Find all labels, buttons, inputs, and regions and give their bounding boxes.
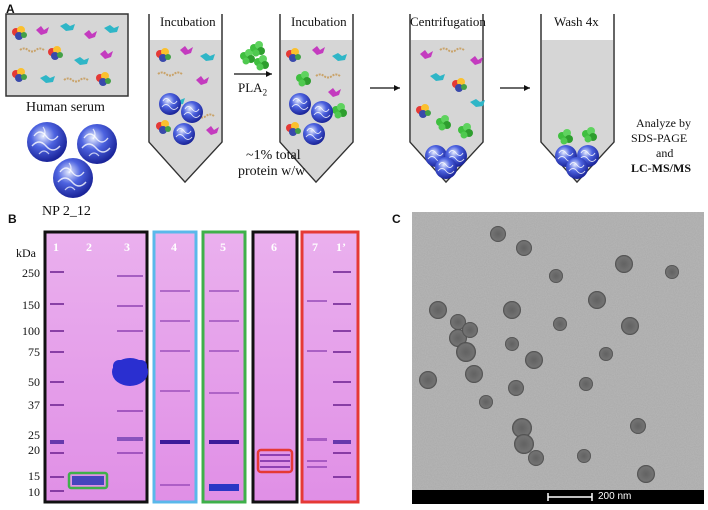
lane-4-label: 4	[171, 240, 177, 254]
tick-250: 250	[22, 266, 40, 280]
step-wash: Wash 4x	[554, 14, 599, 29]
tick-150: 150	[22, 298, 40, 312]
pla2-label: PLA2	[238, 80, 267, 98]
analyze-line-1: Analyze by	[636, 116, 691, 130]
panel-b-letter: B	[8, 212, 17, 226]
tick-100: 100	[22, 324, 40, 338]
tick-37: 37	[28, 398, 40, 412]
lane-2-label: 2	[86, 240, 92, 254]
protein-line-2: protein w/w	[238, 164, 306, 179]
step-incubation-2: Incubation	[291, 14, 347, 29]
tick-75: 75	[28, 345, 40, 359]
tick-25: 25	[28, 428, 40, 442]
pla2-subscript: 2	[262, 87, 268, 98]
lane-5-label: 5	[220, 240, 226, 254]
protein-line-1: ~1% total	[246, 148, 301, 163]
kda-unit: kDa	[16, 246, 36, 260]
tick-10: 10	[28, 485, 40, 499]
np-label: NP 2_12	[42, 204, 91, 219]
human-serum-label: Human serum	[26, 100, 105, 115]
analyze-line-3: and	[656, 146, 674, 160]
pla2-text: PLA	[238, 80, 263, 95]
lane-1-label: 1	[53, 240, 59, 254]
lane-7-label: 7	[312, 240, 318, 254]
lane-6-label: 6	[271, 240, 277, 254]
step-centrifugation: Centrifugation	[410, 14, 486, 29]
lane-3-label: 3	[124, 240, 130, 254]
tick-20: 20	[28, 443, 40, 457]
analyze-line-2: SDS-PAGE	[631, 131, 688, 145]
step-incubation-1: Incubation	[160, 14, 216, 29]
panel-c-letter: C	[392, 212, 401, 226]
tem-micrograph	[412, 212, 704, 504]
analyze-line-4: LC-MS/MS	[631, 161, 691, 175]
panel-a-diagram	[5, 13, 615, 199]
lane-1prime-label: 1’	[336, 240, 346, 254]
tick-15: 15	[28, 469, 40, 483]
panel-a-letter: A	[6, 2, 15, 16]
tick-50: 50	[28, 375, 40, 389]
scale-bar-label: 200 nm	[598, 491, 632, 502]
